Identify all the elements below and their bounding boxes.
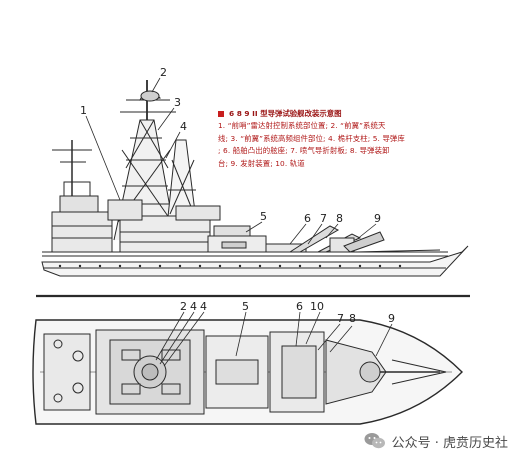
top-view — [32, 311, 463, 425]
legend-title-row: 6 8 9 II 型导弹试验舰改装示意图 — [218, 108, 466, 120]
callout-top-6: 6 — [296, 300, 303, 313]
legend-line: 台; 9. 发射装置; 10. 轨道 — [218, 158, 305, 168]
callout-side-6: 6 — [304, 212, 311, 225]
callout-side-1: 1 — [80, 104, 87, 117]
side-view — [36, 77, 470, 298]
callout-side-9: 9 — [374, 212, 381, 225]
callout-side-7: 7 — [320, 212, 327, 225]
legend-title: 6 8 9 II 型导弹试验舰改装示意图 — [229, 109, 342, 118]
callout-top-9: 9 — [388, 312, 395, 325]
legend-line: 1. “前哨”雷达射控制系统部位置; 2. “前翼”系统天 — [218, 121, 386, 131]
legend-marker — [218, 111, 224, 118]
callout-side-8: 8 — [336, 212, 343, 225]
callout-side-3: 3 — [174, 96, 181, 109]
watermark: 公众号 · 虎贲历史社 — [364, 430, 508, 452]
watermark-text: 公众号 · 虎贲历史社 — [391, 435, 508, 451]
callout-top-2: 2 — [180, 300, 187, 313]
callout-top-5: 5 — [242, 300, 249, 313]
legend-body: 1. “前哨”雷达射控制系统部位置; 2. “前翼”系统天 线; 3. “前翼”… — [218, 120, 466, 170]
wechat-icon — [364, 432, 386, 450]
callout-side-4: 4 — [180, 120, 187, 133]
callout-top-7: 7 — [337, 312, 344, 325]
callout-side-2: 2 — [160, 66, 167, 79]
legend: 6 8 9 II 型导弹试验舰改装示意图 1. “前哨”雷达射控制系统部位置; … — [218, 108, 466, 170]
callout-top-4b: 4 — [200, 300, 207, 313]
callout-side-5: 5 — [260, 210, 267, 223]
callout-top-8: 8 — [349, 312, 356, 325]
side-callouts: 1 2 3 4 5 6 7 8 9 — [80, 66, 381, 225]
callout-top-4a: 4 — [190, 300, 197, 313]
top-callouts: 2 4 4 5 6 10 7 8 9 — [180, 300, 395, 325]
legend-line: ; 6. 船舶凸出的舷座; 7. 喷气导折射板; 8. 导弹装卸 — [218, 146, 390, 156]
legend-line: 线; 3. “前翼”系统高频组件部位; 4. 桅杆支柱; 5. 导弹库 — [218, 133, 405, 143]
callout-top-10: 10 — [310, 300, 324, 313]
